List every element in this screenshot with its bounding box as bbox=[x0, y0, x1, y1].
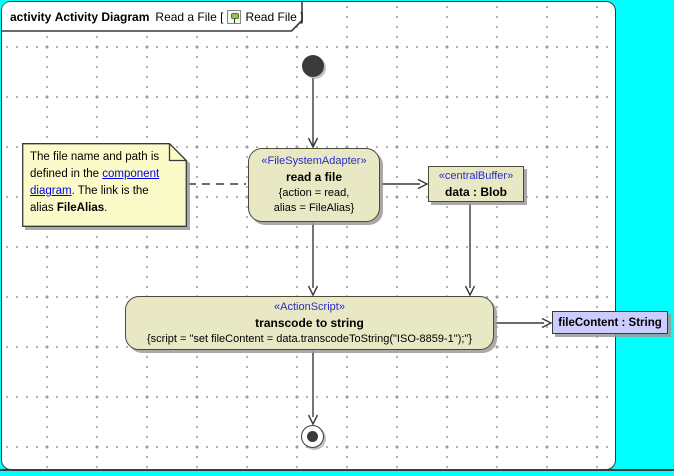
note-shape bbox=[22, 143, 187, 227]
frame-diagram-name: Read a File bbox=[155, 9, 217, 24]
activity-diagram-icon bbox=[227, 9, 242, 24]
action-name: transcode to string bbox=[255, 315, 364, 330]
action-property-line2: alias = FileAlias} bbox=[273, 202, 355, 214]
action-read-a-file[interactable]: «FileSystemAdapter» read a file {action … bbox=[248, 148, 380, 222]
component-diagram-link[interactable]: component bbox=[102, 168, 160, 180]
action-script-property: {script = "set fileContent = data.transc… bbox=[146, 332, 472, 345]
buffer-name: data : Blob bbox=[445, 184, 507, 199]
output-pin-label: fileContent : String bbox=[558, 316, 662, 329]
activity-final-node[interactable] bbox=[301, 425, 324, 448]
frame-bracket-close: ] bbox=[300, 9, 304, 24]
component-diagram-link-2[interactable]: diagram bbox=[30, 185, 72, 197]
action-transcode-to-string[interactable]: «ActionScript» transcode to string {scri… bbox=[125, 296, 494, 350]
frame-bottom-edge bbox=[0, 469, 674, 471]
initial-node[interactable] bbox=[302, 55, 324, 77]
note-alias-name: FileAlias bbox=[56, 202, 105, 214]
frame-bracket-open: [ bbox=[220, 9, 224, 24]
action-name: read a file bbox=[285, 170, 343, 184]
frame-diagram-type: Activity Diagram bbox=[54, 9, 150, 24]
note-line4: alias bbox=[30, 202, 57, 214]
note-line2: defined in the bbox=[30, 168, 103, 180]
stereotype-label: «centralBuffer» bbox=[438, 169, 514, 182]
frame-ref-name: Read File bbox=[245, 9, 297, 24]
note-line3: . The link is the bbox=[71, 185, 149, 197]
output-pin-filecontent[interactable]: fileContent : String bbox=[552, 311, 668, 334]
note-line1: The file name and path is bbox=[30, 151, 160, 163]
frame-header-shape bbox=[2, 2, 303, 32]
central-buffer-node[interactable]: «centralBuffer» data : Blob bbox=[428, 166, 524, 202]
note-line4-end: . bbox=[104, 202, 108, 214]
frame-header[interactable]: activity Activity Diagram Read a File [ Re… bbox=[2, 2, 304, 32]
stereotype-label: «ActionScript» bbox=[274, 300, 345, 313]
action-property-line1: {action = read, bbox=[278, 187, 350, 199]
frame-kind-label: activity bbox=[10, 9, 52, 24]
stereotype-label: «FileSystemAdapter» bbox=[261, 155, 367, 167]
final-node-inner-dot bbox=[307, 431, 318, 442]
